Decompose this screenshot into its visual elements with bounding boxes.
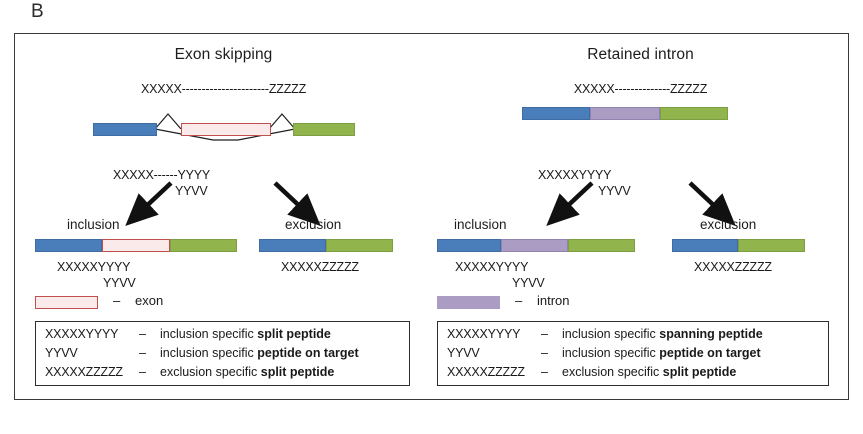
isoform-bar-exclusion-retained-intron	[672, 239, 805, 252]
segment-first-exon-blue	[522, 107, 590, 120]
pre-mrna-bar-retained-intron	[522, 107, 728, 120]
definition-dash: –	[541, 327, 548, 341]
definition-term: split peptide	[260, 365, 335, 379]
definition-code: YYVV	[45, 346, 78, 360]
isoform-label-inclusion-exon-skipping: inclusion	[67, 217, 120, 232]
isoform-sequence-1-exclusion-retained-intron: XXXXXZZZZZ	[694, 260, 772, 274]
arrow-to-inclusion-retained-intron	[546, 181, 594, 226]
definition-row: XXXXXZZZZZ – exclusion specific split pe…	[36, 365, 409, 384]
segment-first-exon-blue	[35, 239, 102, 252]
definition-description: inclusion specific split peptide	[160, 327, 331, 341]
segment-last-exon-green	[293, 123, 355, 136]
definition-description: exclusion specific split peptide	[562, 365, 736, 379]
definition-code: XXXXXYYYY	[447, 327, 521, 341]
panel-title-exon-skipping: Exon skipping	[174, 46, 273, 63]
isoform-bar-inclusion-retained-intron	[437, 239, 635, 252]
definition-prefix: exclusion specific	[562, 365, 663, 379]
segment-last-exon-green	[170, 239, 237, 252]
definition-code: XXXXXZZZZZ	[45, 365, 123, 379]
definition-term: split peptide	[257, 327, 331, 341]
segment-cassette-exon	[102, 239, 170, 252]
pre-mrna-top-sequence-retained-intron: XXXXX--------------ZZZZZ	[573, 82, 708, 96]
isoform-sequence-1-inclusion-retained-intron: XXXXXYYYY	[455, 260, 529, 274]
segment-retained-intron	[590, 107, 660, 120]
arrow-to-exclusion-exon-skipping	[273, 181, 321, 226]
isoform-label-inclusion-retained-intron: inclusion	[454, 217, 507, 232]
definition-prefix: inclusion specific	[562, 327, 660, 341]
key-label-exon: exon	[135, 293, 164, 308]
definition-code: XXXXXZZZZZ	[447, 365, 525, 379]
definition-description: inclusion specific peptide on target	[160, 346, 359, 360]
isoform-bar-inclusion-exon-skipping	[35, 239, 237, 252]
definition-dash: –	[541, 365, 548, 379]
isoform-sequence-1-exclusion-exon-skipping: XXXXXZZZZZ	[281, 260, 359, 274]
definition-description: inclusion specific spanning peptide	[562, 327, 763, 341]
definition-row: YYVV – inclusion specific peptide on tar…	[438, 346, 828, 365]
definition-description: exclusion specific split peptide	[160, 365, 334, 379]
segment-first-exon-blue	[437, 239, 501, 252]
pre-mrna-bottom-sequence-2-retained-intron: YYVV	[598, 184, 631, 198]
isoform-sequence-2-inclusion-retained-intron: YYVV	[512, 276, 545, 290]
definition-dash: –	[541, 346, 548, 360]
key-label-intron: intron	[537, 293, 570, 308]
segment-last-exon-green	[568, 239, 635, 252]
panel-title-retained-intron: Retained intron	[587, 46, 694, 63]
definition-term: peptide on target	[257, 346, 359, 360]
key-dash-intron: –	[515, 293, 523, 308]
definition-row: XXXXXYYYY – inclusion specific spanning …	[438, 327, 828, 346]
segment-first-exon-blue	[93, 123, 157, 136]
definition-box-exon-skipping: XXXXXYYYY – inclusion specific split pep…	[35, 321, 410, 386]
segment-last-exon-green	[326, 239, 393, 252]
segment-retained-intron	[501, 239, 568, 252]
definition-prefix: inclusion specific	[160, 327, 258, 341]
segment-last-exon-green	[660, 107, 728, 120]
isoform-sequence-1-inclusion-exon-skipping: XXXXXYYYY	[57, 260, 131, 274]
arrow-to-inclusion-exon-skipping	[125, 181, 173, 226]
definition-code: YYVV	[447, 346, 480, 360]
segment-last-exon-green	[738, 239, 805, 252]
definition-box-retained-intron: XXXXXYYYY – inclusion specific spanning …	[437, 321, 829, 386]
definition-term: spanning peptide	[659, 327, 763, 341]
arrow-to-exclusion-retained-intron	[688, 181, 736, 226]
definition-row: YYVV – inclusion specific peptide on tar…	[36, 346, 409, 365]
isoform-sequence-2-inclusion-exon-skipping: YYVV	[103, 276, 136, 290]
isoform-label-exclusion-retained-intron: exclusion	[700, 217, 757, 232]
pre-mrna-bottom-sequence-1-retained-intron: XXXXXYYYY	[538, 168, 612, 182]
key-swatch-intron	[437, 296, 500, 309]
definition-dash: –	[139, 346, 146, 360]
key-dash-exon: –	[113, 293, 121, 308]
pre-mrna-bottom-sequence-1-exon-skipping: XXXXX------YYYY	[113, 168, 211, 182]
definition-prefix: inclusion specific	[160, 346, 258, 360]
definition-term: split peptide	[662, 365, 737, 379]
definition-term: peptide on target	[659, 346, 761, 360]
segment-cassette-exon	[181, 123, 271, 136]
definition-prefix: exclusion specific	[160, 365, 261, 379]
panel-exon-skipping: Exon skipping XXXXX---------------------…	[15, 34, 432, 399]
definition-row: XXXXXYYYY – inclusion specific split pep…	[36, 327, 409, 346]
splice-diagram-exon-skipping	[93, 107, 355, 143]
isoform-label-exclusion-exon-skipping: exclusion	[285, 217, 342, 232]
definition-dash: –	[139, 327, 146, 341]
pre-mrna-top-sequence-exon-skipping: XXXXX----------------------ZZZZZ	[140, 82, 307, 96]
segment-first-exon-blue	[259, 239, 326, 252]
panel-retained-intron: Retained intron XXXXX--------------ZZZZZ…	[432, 34, 849, 399]
segment-first-exon-blue	[672, 239, 738, 252]
definition-description: inclusion specific peptide on target	[562, 346, 761, 360]
definition-row: XXXXXZZZZZ – exclusion specific split pe…	[438, 365, 828, 384]
pre-mrna-bottom-sequence-2-exon-skipping: YYVV	[175, 184, 208, 198]
figure-frame: Exon skipping XXXXX---------------------…	[14, 33, 849, 400]
isoform-bar-exclusion-exon-skipping	[259, 239, 393, 252]
definition-dash: –	[139, 365, 146, 379]
definition-prefix: inclusion specific	[562, 346, 660, 360]
key-swatch-exon	[35, 296, 98, 309]
definition-code: XXXXXYYYY	[45, 327, 119, 341]
panel-letter: B	[31, 1, 44, 22]
